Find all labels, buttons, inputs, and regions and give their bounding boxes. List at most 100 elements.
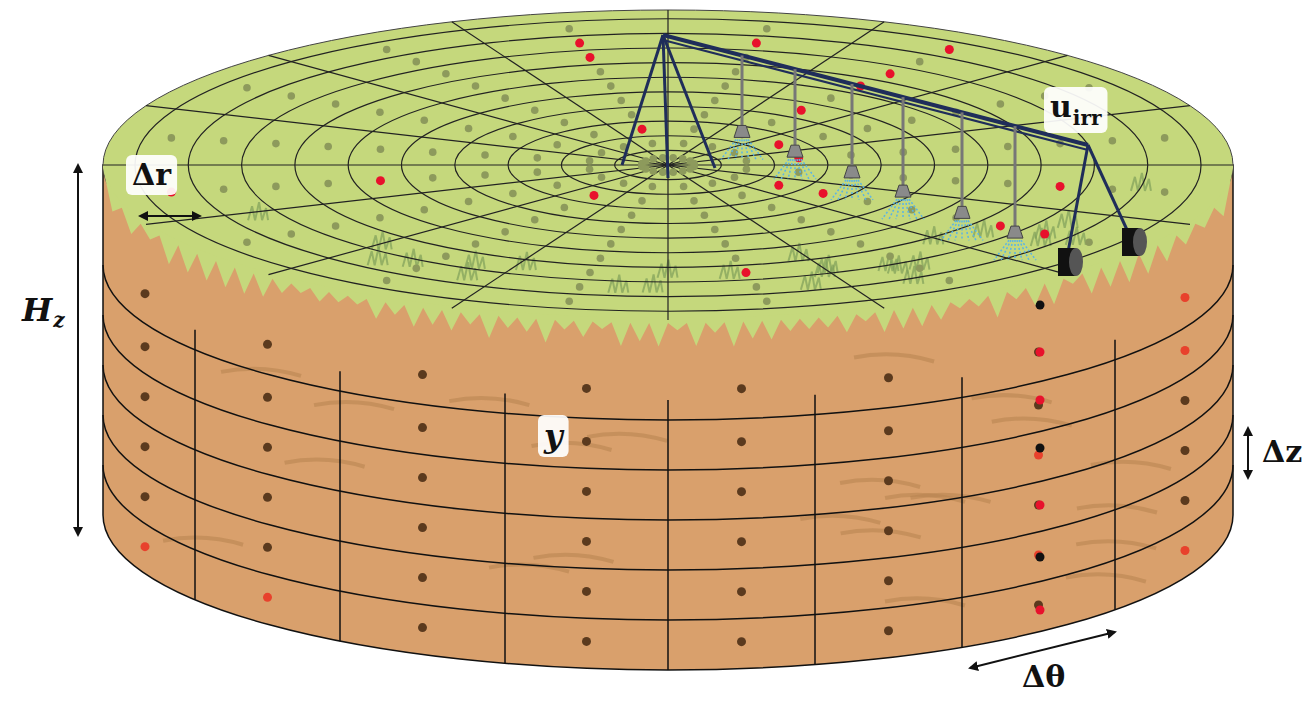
sensor-dot <box>263 593 272 602</box>
angular-spoke <box>668 164 1233 165</box>
node-dot <box>534 168 542 176</box>
node-dot <box>1109 137 1117 145</box>
node-dot <box>501 94 509 102</box>
pivot-leg <box>663 35 715 168</box>
sensor-dot <box>1056 182 1065 191</box>
dimension-arrow <box>140 215 200 217</box>
node-dot <box>857 240 865 248</box>
sensor-dot <box>752 39 761 48</box>
node-dot <box>690 197 698 205</box>
node-dot <box>586 165 594 173</box>
node-dot <box>690 125 698 133</box>
node-dot <box>743 157 751 165</box>
node-dot <box>763 25 771 33</box>
water-spray <box>854 180 859 200</box>
node-dot <box>680 140 688 148</box>
water-spray <box>941 220 956 240</box>
soil-streak <box>841 530 921 537</box>
wheel <box>1133 228 1147 256</box>
sensor-dot <box>945 45 954 54</box>
water-spray <box>1021 240 1036 260</box>
water-spray <box>909 199 924 219</box>
math-label: Δz <box>1262 437 1302 467</box>
node-dot <box>721 240 729 248</box>
node-dot <box>628 211 636 219</box>
node-dot <box>701 111 709 119</box>
column-line <box>814 395 816 665</box>
node-dot <box>263 443 272 452</box>
sensor-dot <box>376 176 385 185</box>
node-dot <box>141 289 150 298</box>
node-dot <box>141 342 150 351</box>
node-dot <box>1004 143 1012 151</box>
node-dot <box>168 134 176 142</box>
node-dot <box>582 537 591 546</box>
column-line <box>504 393 506 663</box>
node-dot <box>711 97 719 105</box>
node-dot <box>946 277 954 285</box>
column-line <box>667 400 669 670</box>
node-dot <box>659 168 667 176</box>
column-line <box>1114 340 1116 610</box>
node-dot <box>768 204 776 212</box>
water-spray <box>902 199 904 219</box>
node-dot <box>220 185 228 193</box>
node-dot <box>642 157 650 165</box>
node-dot <box>607 240 615 248</box>
node-dot <box>481 151 489 159</box>
grass-fringe <box>103 163 1233 347</box>
math-label: Δr <box>132 160 171 190</box>
node-dot <box>576 283 584 291</box>
soil-streak <box>840 480 920 487</box>
label-patch <box>126 155 177 195</box>
node-dot <box>916 265 924 273</box>
node-dot <box>263 393 272 402</box>
node-dot <box>561 119 569 127</box>
water-spray <box>994 240 1009 260</box>
node-dot <box>598 173 606 181</box>
water-spray <box>845 180 850 200</box>
node-dot <box>737 384 746 393</box>
math-label: irr <box>1073 108 1102 128</box>
node-dot <box>884 526 893 535</box>
sensor-dot <box>1036 348 1045 357</box>
node-dot <box>582 437 591 446</box>
angular-spoke <box>668 106 1190 165</box>
node-dot <box>753 283 761 291</box>
soil-streak <box>1076 541 1156 548</box>
node-dot <box>420 117 428 125</box>
node-dot <box>768 119 776 127</box>
water-spray <box>788 159 793 179</box>
node-dot <box>669 154 677 162</box>
sensor-dot <box>1036 396 1045 405</box>
node-dot <box>1161 134 1169 142</box>
node-dot <box>272 140 280 148</box>
column-line <box>194 330 196 600</box>
soil-streak <box>992 418 1072 425</box>
node-dot <box>864 125 872 133</box>
node-dot <box>737 637 746 646</box>
node-dot <box>377 146 385 154</box>
node-dot <box>659 154 667 162</box>
node-dot <box>472 82 480 90</box>
pivot-leg <box>663 35 668 178</box>
math-label: H <box>22 294 52 326</box>
node-dot <box>649 155 657 163</box>
soil-streak <box>533 555 613 562</box>
node-dot <box>442 252 450 260</box>
water-spray <box>774 159 789 179</box>
soil-streak <box>449 398 529 405</box>
water-spray <box>968 220 983 240</box>
angular-spoke <box>268 165 668 275</box>
angular-spoke <box>146 106 668 165</box>
node-dot <box>509 133 517 141</box>
water-spray <box>744 139 749 159</box>
node-dot <box>607 82 615 90</box>
label-patch <box>538 415 569 457</box>
node-dot <box>332 100 340 108</box>
node-dot <box>243 238 251 246</box>
node-dot <box>263 340 272 349</box>
water-spray <box>858 180 873 200</box>
node-dot <box>263 543 272 552</box>
node-dot <box>420 206 428 214</box>
